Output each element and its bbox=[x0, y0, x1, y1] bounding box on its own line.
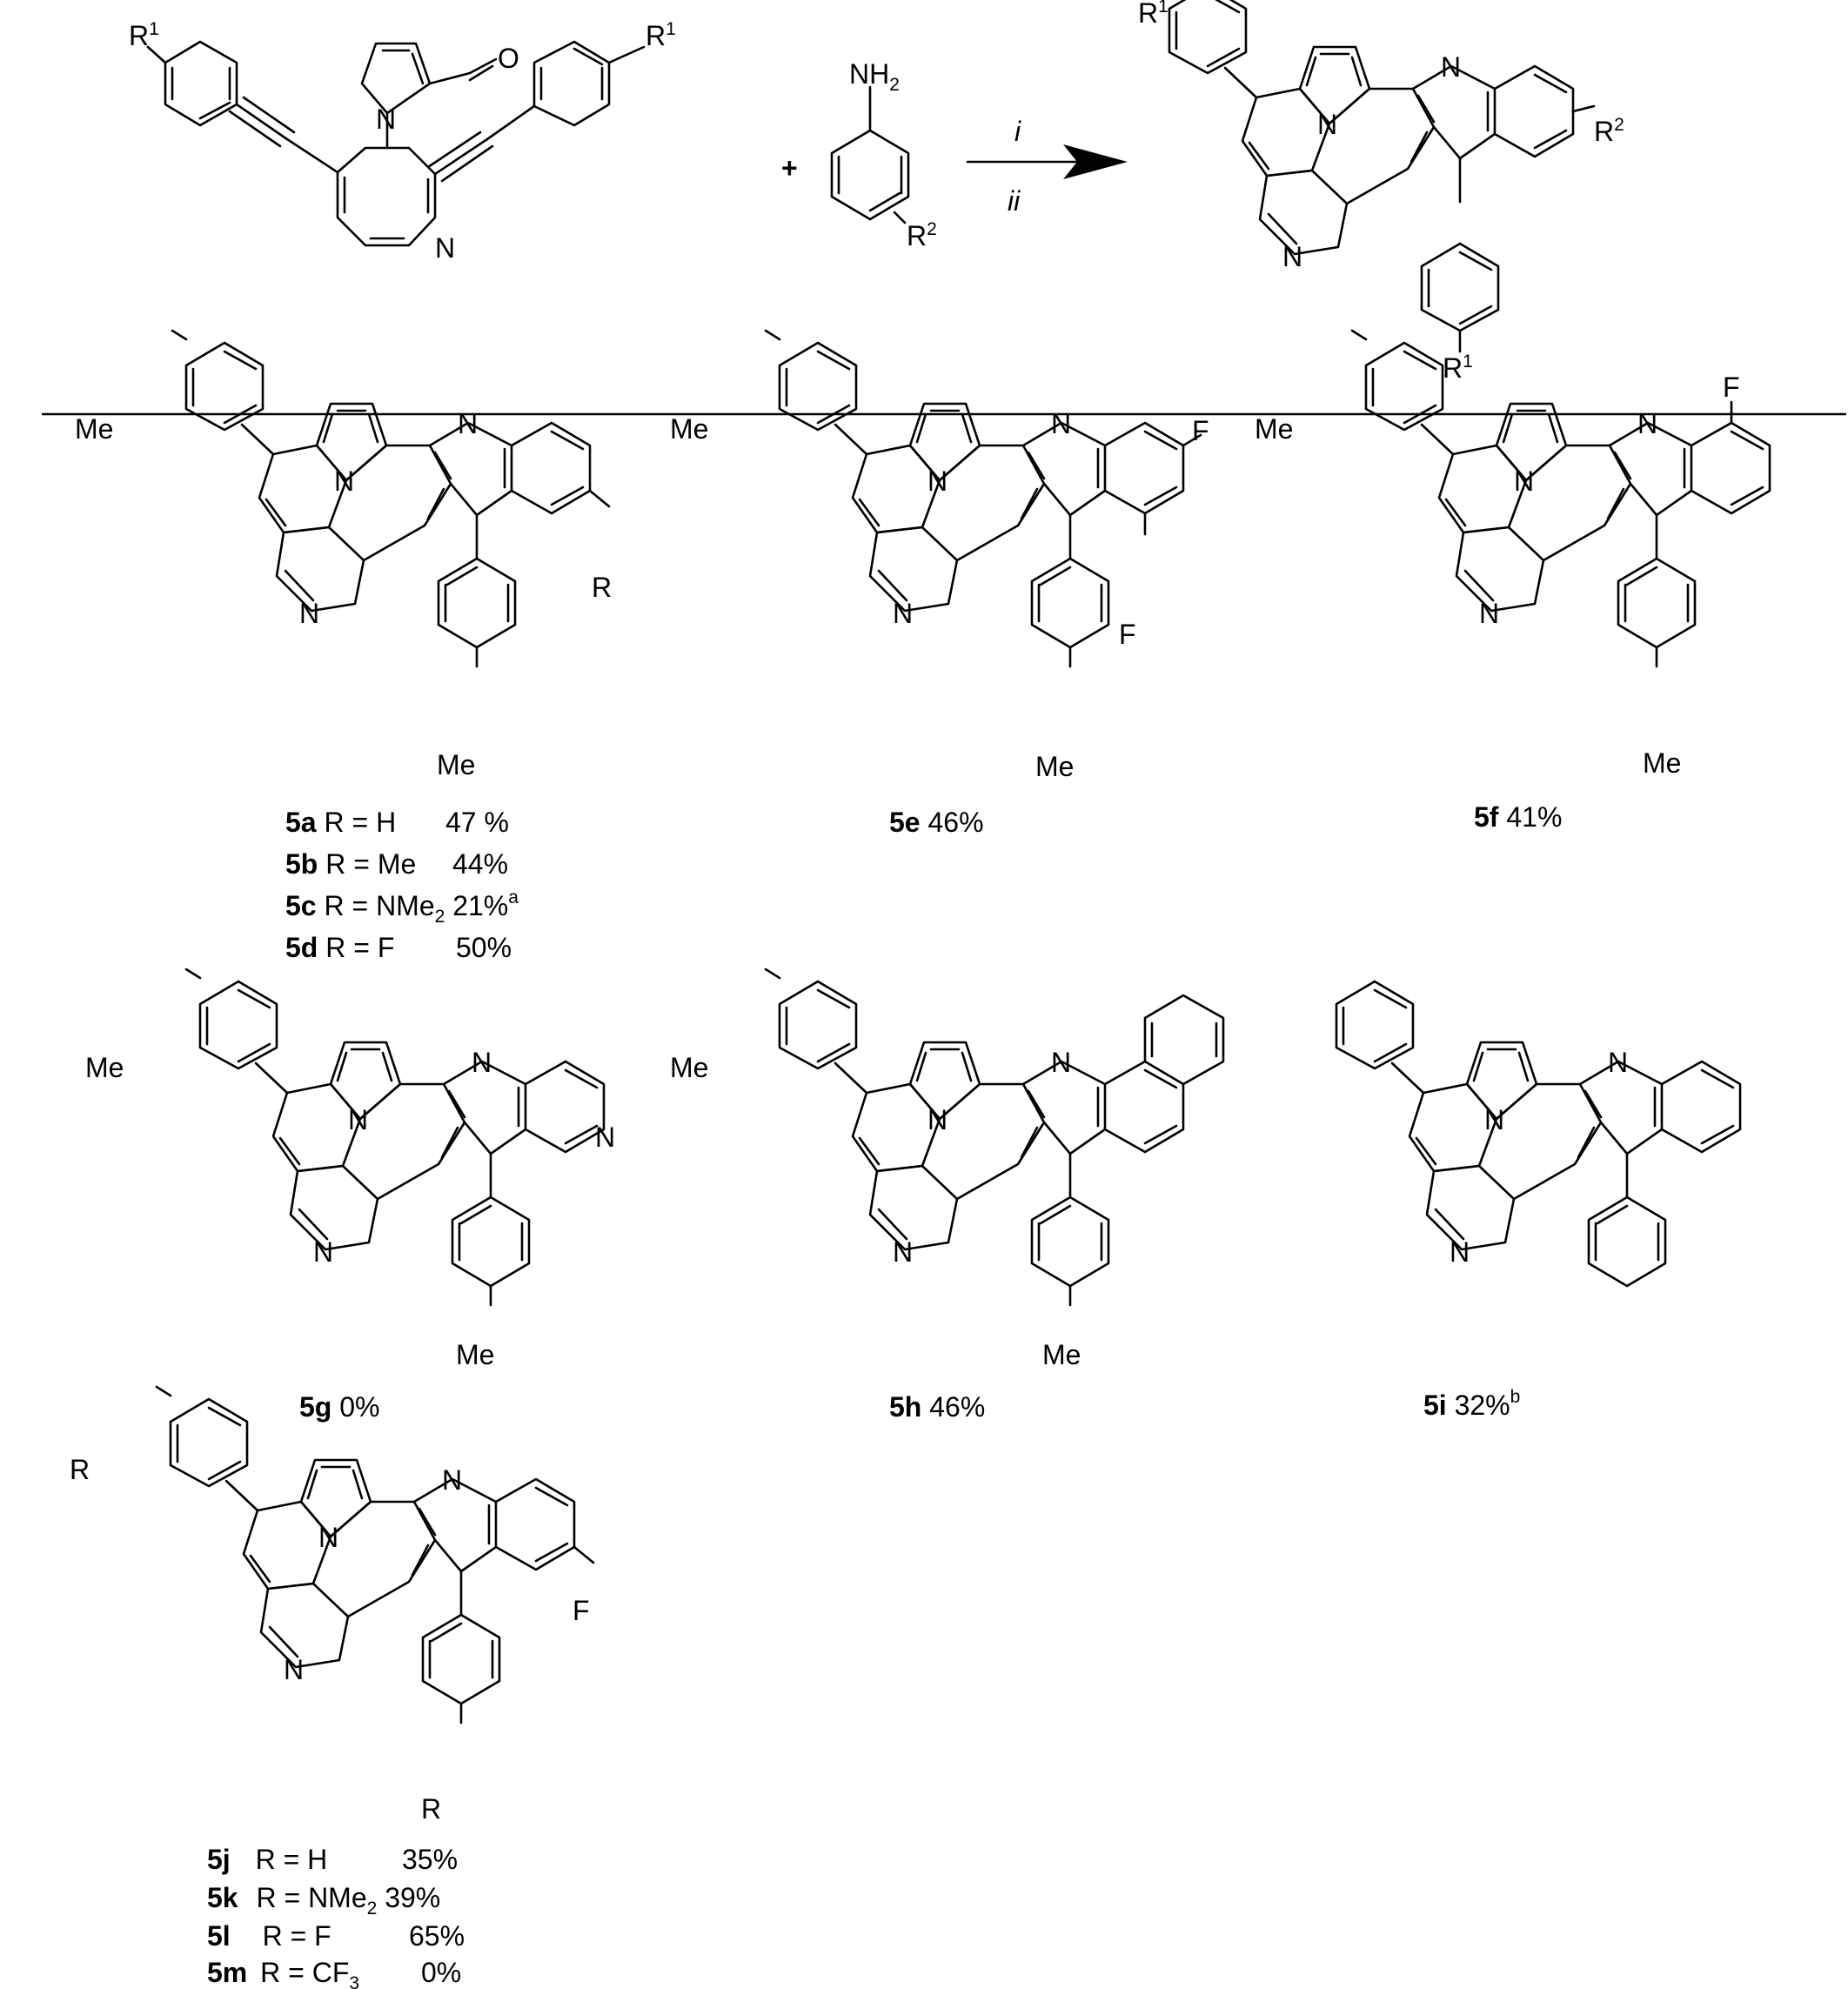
entry-5d: 5d R = F bbox=[285, 932, 394, 963]
label-5h: 5h 46% bbox=[889, 1391, 985, 1423]
5a-me-top: Me bbox=[75, 413, 113, 445]
5j-quinoline-n: N bbox=[442, 1464, 462, 1496]
product-r1-top: R1 bbox=[1138, 0, 1168, 29]
5g-ring-n: N bbox=[595, 1122, 615, 1153]
5f-pyridine-n: N bbox=[1479, 598, 1499, 629]
5e-me-top: Me bbox=[670, 413, 708, 445]
compound-5a-5d-labels: 5a R = H 47 % 5b R = Me 44% 5c R = NMe2 … bbox=[285, 807, 519, 963]
5g-pyrrole-n: N bbox=[348, 1104, 368, 1135]
5f-quinoline-n: N bbox=[1637, 408, 1657, 439]
compound-5a-5d: N N N Me Me R bbox=[75, 329, 612, 780]
5j-pyrrole-n: N bbox=[318, 1522, 338, 1553]
5f-me-bottom: Me bbox=[1643, 747, 1681, 779]
entry-5j: 5j R = H bbox=[207, 1844, 327, 1875]
entry-5c: 5c R = NMe2 21%a bbox=[285, 887, 519, 927]
product-pyrrole-n: N bbox=[1317, 109, 1337, 140]
5h-pyridine-n: N bbox=[893, 1236, 913, 1268]
5e-pyridine-n: N bbox=[893, 598, 913, 629]
yield-5j: 35% bbox=[402, 1844, 458, 1875]
5j-r-bottom: R bbox=[421, 1793, 441, 1825]
5a-pyridine-n: N bbox=[299, 598, 319, 629]
5f-f: F bbox=[1723, 372, 1740, 403]
entry-5m: 5m R = CF3 bbox=[207, 1957, 359, 1989]
5a-pyrrole-n: N bbox=[334, 465, 354, 497]
5j-pyridine-n: N bbox=[284, 1654, 304, 1685]
5g-me-bottom: Me bbox=[456, 1339, 494, 1370]
product-pyridine-n: N bbox=[1282, 241, 1302, 272]
5a-me-bottom: Me bbox=[437, 749, 475, 780]
product-r1-bottom: R1 bbox=[1443, 352, 1473, 384]
aniline-r2: R2 bbox=[907, 219, 937, 251]
5e-me-bottom: Me bbox=[1035, 751, 1074, 782]
reagent1-ring-n: N bbox=[435, 232, 455, 264]
reagent1-r-right: R1 bbox=[646, 19, 676, 51]
compound-5i: N N N bbox=[1335, 980, 1742, 1288]
entry-5b: 5b R = Me bbox=[285, 848, 416, 880]
aniline-nh2: NH2 bbox=[849, 58, 900, 95]
reagent-dialkyne-pyridine: N O N R1 R1 bbox=[129, 19, 676, 264]
compound-5h: N N N Me Me bbox=[670, 968, 1225, 1370]
5j-f: F bbox=[572, 1595, 590, 1626]
5g-quinoline-n: N bbox=[472, 1047, 492, 1078]
5j-r-top: R bbox=[70, 1454, 90, 1485]
5i-pyrrole-n: N bbox=[1484, 1104, 1504, 1135]
5f-me-top: Me bbox=[1255, 413, 1293, 445]
product-quinoline-n: N bbox=[1441, 51, 1461, 83]
compound-5j-5m-labels: 5j R = H 35% 5k R = NMe2 39% 5l R = F 65… bbox=[207, 1844, 465, 1989]
product-structure: N N N R1 R1 R2 bbox=[1138, 0, 1624, 384]
yield-5a: 47 % bbox=[445, 807, 509, 838]
entry-5l: 5l R = F bbox=[207, 1920, 331, 1952]
5f-pyrrole-n: N bbox=[1514, 465, 1534, 497]
yield-5l: 65% bbox=[409, 1920, 465, 1952]
compound-5f: N N N Me Me F bbox=[1255, 329, 1771, 779]
yield-5b: 44% bbox=[452, 848, 508, 880]
label-5g: 5g 0% bbox=[299, 1391, 379, 1423]
5h-pyrrole-n: N bbox=[927, 1104, 947, 1135]
5e-pyrrole-n: N bbox=[927, 465, 947, 497]
5a-quinoline-n: N bbox=[458, 408, 478, 439]
5e-f-bottom: F bbox=[1119, 619, 1136, 650]
condition-ii: ii bbox=[1008, 185, 1021, 217]
5a-r: R bbox=[592, 572, 612, 603]
reagent-aniline: NH2 R2 bbox=[830, 58, 937, 251]
label-5i: 5i 32%b bbox=[1423, 1387, 1520, 1421]
reagent1-pyrrole-n: N bbox=[376, 104, 396, 135]
reaction-arrow: i ii bbox=[966, 116, 1128, 217]
entry-5a: 5a R = H bbox=[285, 807, 396, 838]
reagent1-r-left: R1 bbox=[129, 19, 159, 51]
plus-sign: + bbox=[781, 152, 798, 184]
label-5e: 5e 46% bbox=[889, 807, 984, 838]
entry-5k: 5k R = NMe2 39% bbox=[207, 1882, 440, 1919]
5h-quinoline-n: N bbox=[1051, 1047, 1071, 1078]
yield-5d: 50% bbox=[456, 932, 512, 963]
yield-5m: 0% bbox=[421, 1957, 461, 1988]
5h-me-top: Me bbox=[670, 1052, 708, 1083]
5e-quinoline-n: N bbox=[1051, 408, 1071, 439]
label-5f: 5f 41% bbox=[1474, 801, 1562, 833]
product-r2: R2 bbox=[1594, 115, 1624, 147]
5g-me-top: Me bbox=[85, 1052, 124, 1083]
compound-5e: N N N Me Me F F bbox=[670, 329, 1209, 782]
5e-f-top: F bbox=[1192, 415, 1209, 446]
compound-5j-5m: N N N R R F bbox=[70, 1385, 595, 1825]
compound-5g: N N N Me Me N bbox=[85, 968, 615, 1370]
reaction-row: N O N R1 R1 + NH2 R2 i ii bbox=[129, 0, 1624, 384]
5g-pyridine-n: N bbox=[313, 1236, 333, 1268]
5h-me-bottom: Me bbox=[1042, 1339, 1081, 1370]
5i-pyridine-n: N bbox=[1450, 1236, 1470, 1268]
5i-quinoline-n: N bbox=[1608, 1047, 1628, 1078]
condition-i: i bbox=[1014, 116, 1021, 147]
reagent1-oxygen: O bbox=[498, 43, 519, 74]
